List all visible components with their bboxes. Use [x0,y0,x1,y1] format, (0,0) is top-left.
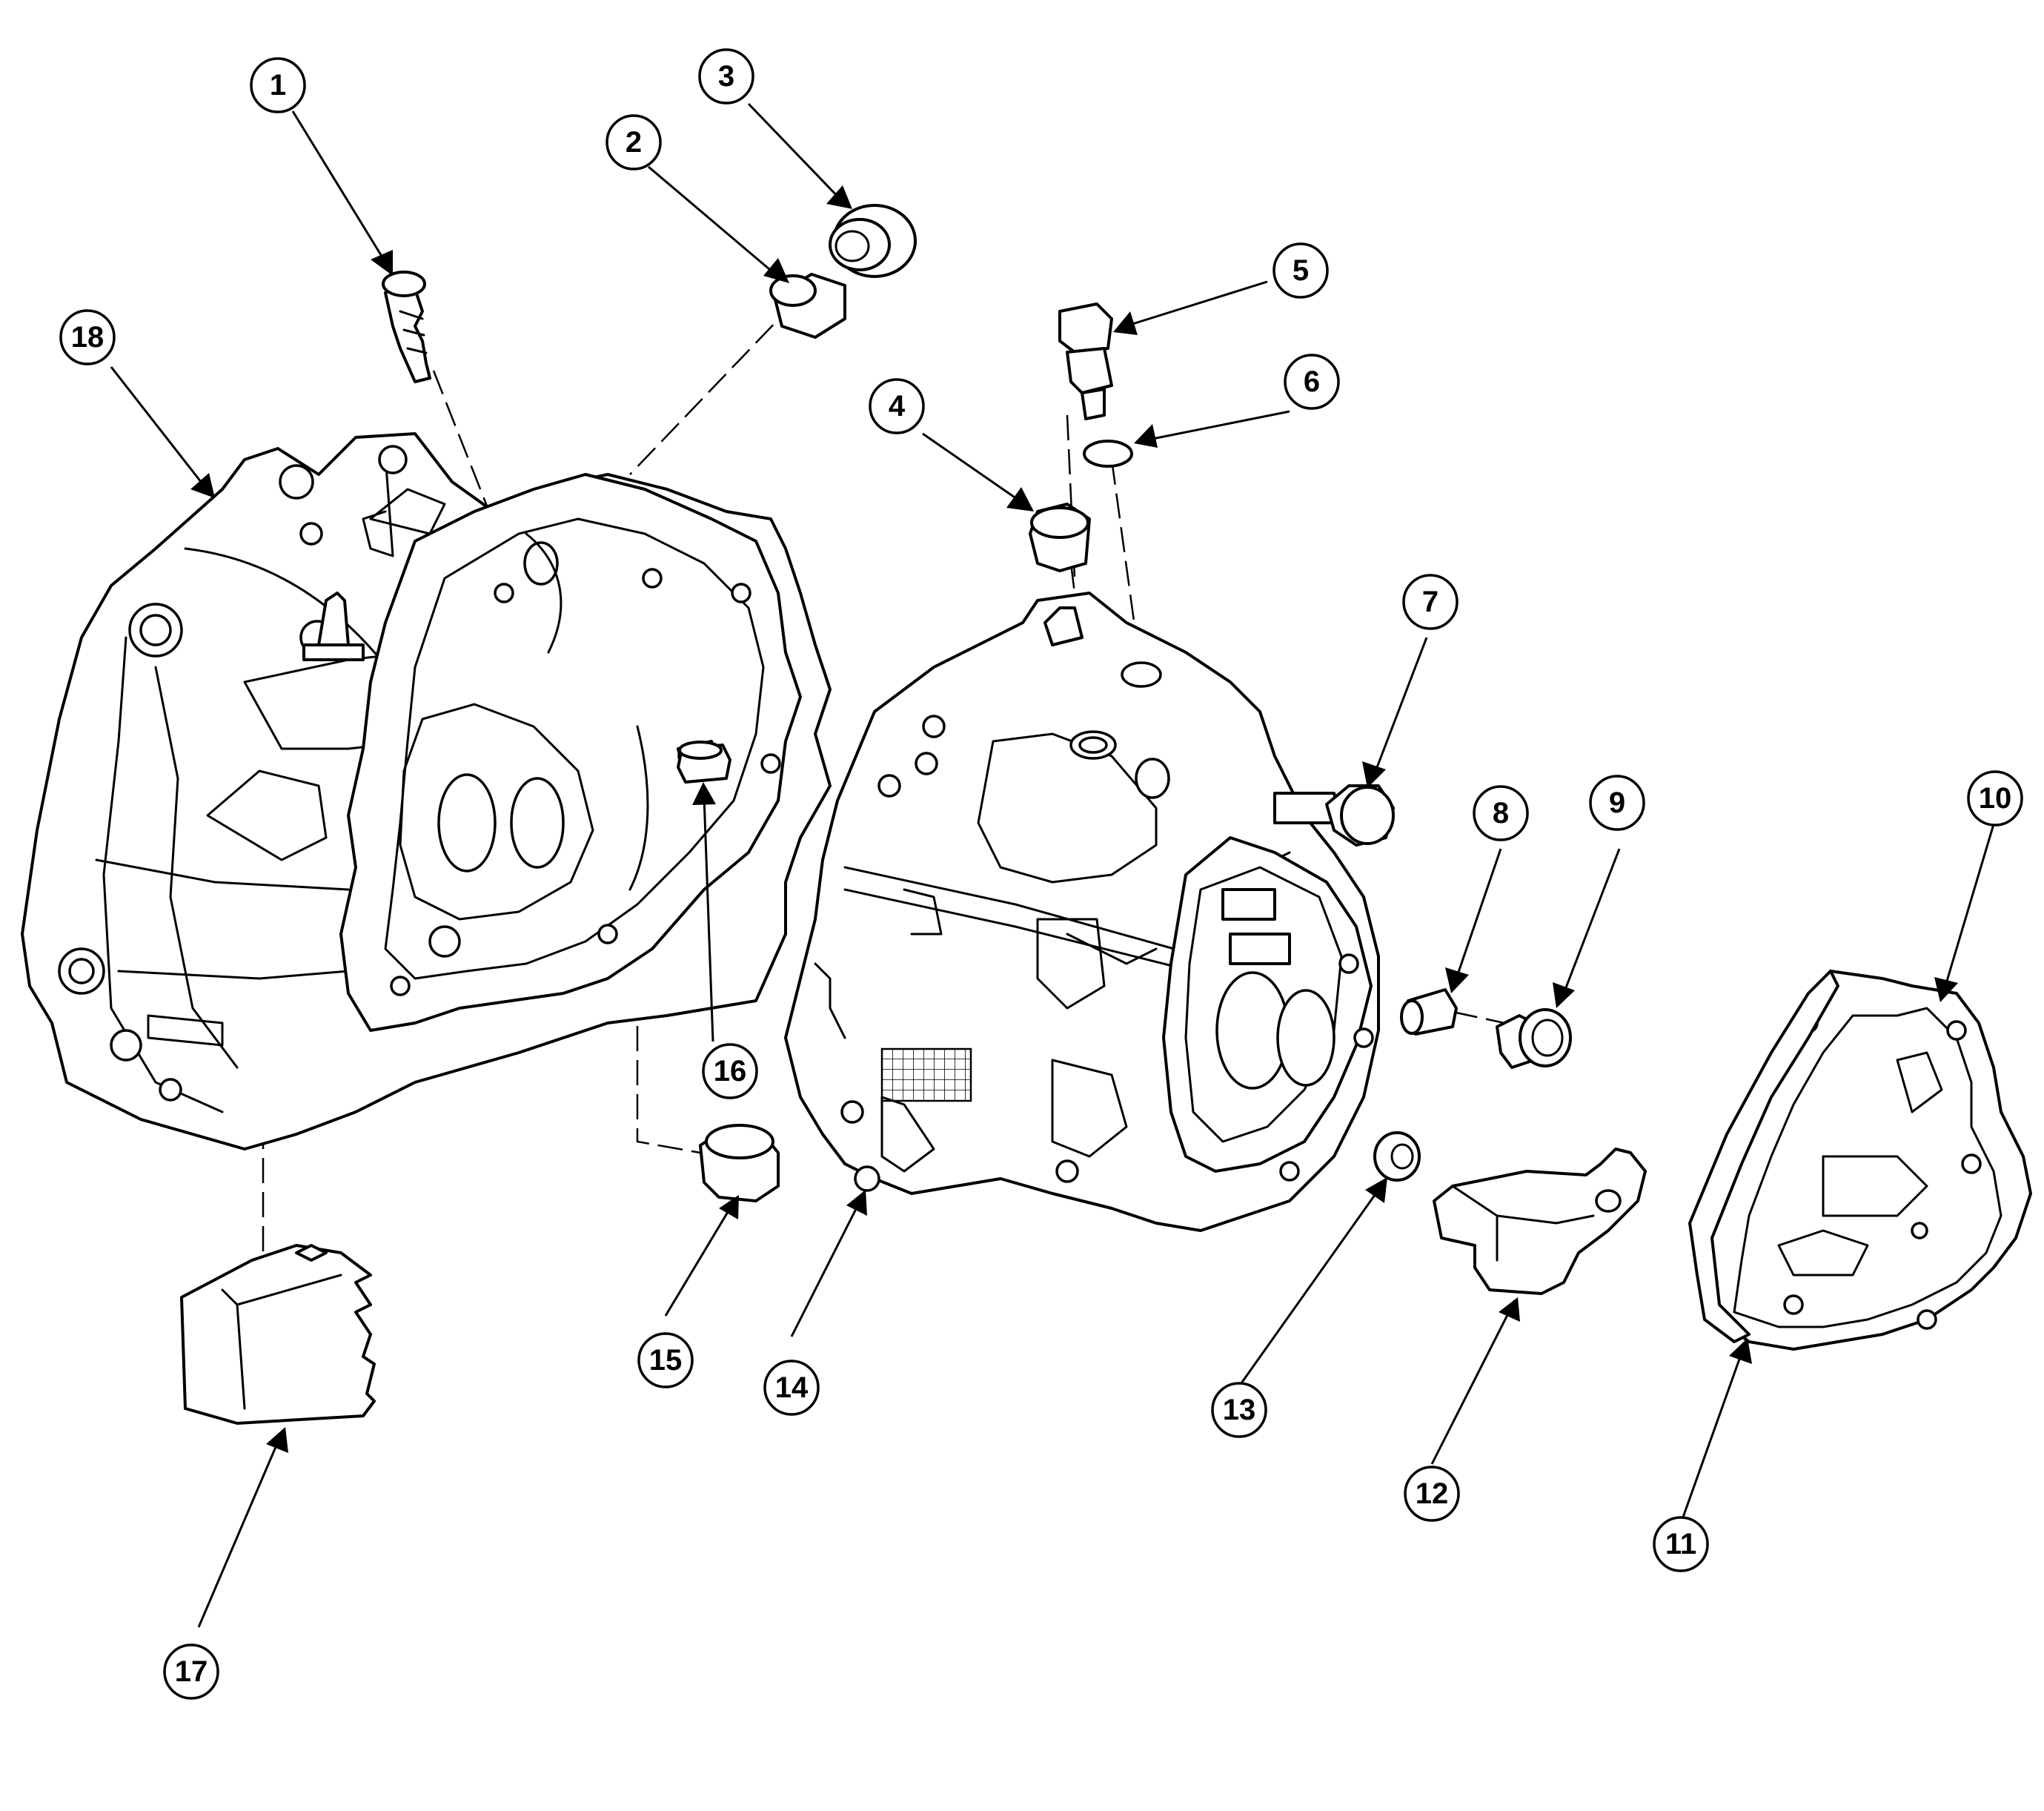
callout-12: 12 [1404,1466,1460,1522]
callout-10: 10 [1967,770,2023,827]
callout-15-label: 15 [649,1344,683,1377]
callout-6: 6 [1284,354,1340,410]
callout-1-label: 1 [270,69,286,102]
breather-vent [382,271,431,383]
callout-5: 5 [1272,242,1329,299]
callout-3: 3 [698,48,754,105]
callout-9: 9 [1589,775,1645,831]
callout-13: 13 [1211,1382,1267,1438]
callout-9-label: 9 [1609,787,1625,819]
input-shaft-seal [829,204,917,278]
callout-16-label: 16 [714,1055,747,1087]
output-bushing [699,1124,780,1202]
callout-11-label: 11 [1665,1528,1696,1560]
clutch-housing [21,432,832,1151]
backup-lamp-switch [1058,302,1113,420]
callout-17: 17 [163,1643,219,1700]
leader-arrows [110,102,1995,1628]
callout-5-label: 5 [1293,254,1309,287]
callout-14-label: 14 [775,1371,809,1404]
o-ring [1083,440,1133,468]
mounting-bracket [1433,1148,1647,1295]
callout-18: 18 [59,309,116,365]
callout-6-label: 6 [1304,365,1320,398]
plug-7 [1325,784,1395,847]
callout-18-label: 18 [71,321,104,354]
input-shaft-bushing [769,273,846,339]
plug-9 [1496,1008,1572,1069]
callout-2: 2 [605,114,662,170]
transmission-case [784,592,1380,1232]
callout-11: 11 [1653,1516,1709,1572]
callout-2-label: 2 [626,126,642,159]
callout-3-label: 3 [718,60,734,93]
callout-12-label: 12 [1416,1477,1449,1510]
callout-14: 14 [763,1360,820,1416]
callout-17-label: 17 [175,1655,208,1688]
callout-16: 16 [702,1043,758,1099]
callout-1: 1 [250,57,306,113]
callout-15: 15 [637,1332,694,1388]
callout-8: 8 [1473,785,1529,841]
callout-13-label: 13 [1223,1394,1256,1426]
callout-10-label: 10 [1979,782,2012,815]
callout-4: 4 [869,378,925,434]
seal-washer [1373,1131,1421,1182]
callout-4-label: 4 [889,390,906,423]
callout-8-label: 8 [1493,797,1509,830]
end-cover [1688,970,2032,1351]
fill-plug [1029,503,1091,572]
callout-7: 7 [1402,574,1459,630]
cover-bracket [180,1244,376,1425]
shift-pin [1400,988,1458,1036]
dowel-pin [677,741,731,784]
callout-7-label: 7 [1422,586,1439,618]
